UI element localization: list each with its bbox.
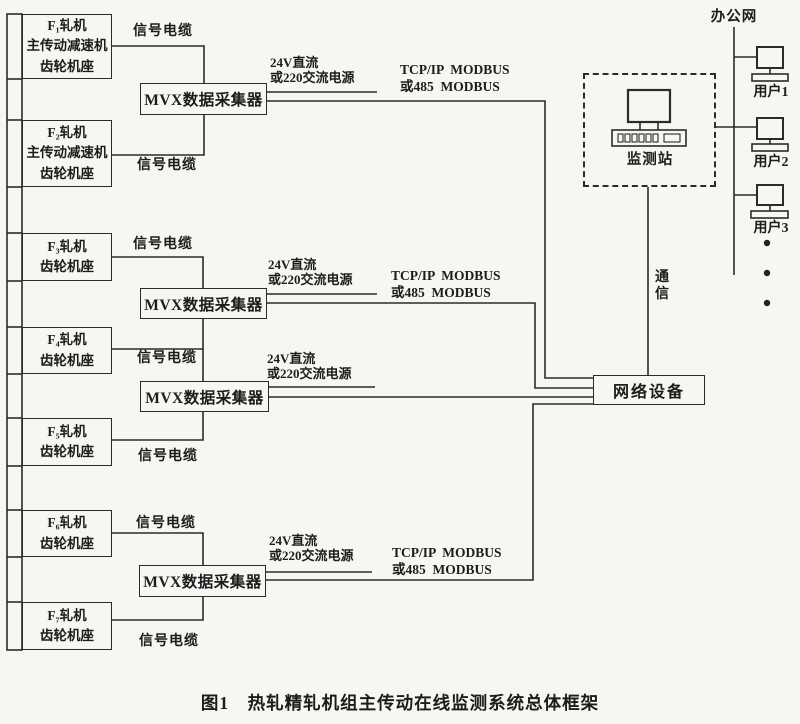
comm-label: 通 信 [655, 270, 669, 302]
mvx1-tcpip-wire [267, 100, 593, 379]
user2-label: 用户2 [753, 155, 789, 170]
gearbox-f7: F₇轧机 齿轮机座 [22, 602, 112, 650]
mvx-collector-3: MVX数据采集器 [140, 381, 269, 412]
user3-computer-icon [750, 184, 789, 219]
monitor-station-frame [583, 73, 716, 187]
network-device-box: 网络设备 [593, 375, 705, 405]
power-label-1: 24V直流 或220交流电源 [270, 55, 355, 86]
mvx4-signal-wires [112, 532, 204, 621]
gearbox-f6: F₆轧机 齿轮机座 [22, 510, 112, 557]
gearbox-f1: F₁轧机 主传动减速机 齿轮机座 [22, 14, 112, 79]
gearbox-f3: F₃轧机 齿轮机座 [22, 233, 112, 281]
tcpip-label-2: TCP/IP MODBUS 或485 MODBUS [391, 268, 501, 300]
mvx4-tcpip-wire [265, 403, 593, 581]
more-users-ellipsis [763, 239, 771, 307]
mvx2-tcpip-wire [267, 302, 593, 389]
gearbox-f2: F₂轧机 主传动减速机 齿轮机座 [22, 120, 112, 187]
mvx1-signal-wires [112, 45, 205, 156]
signal-cable-label-3: 信号电缆 [133, 237, 193, 252]
mvx-collector-2: MVX数据采集器 [140, 288, 267, 319]
left-rail-rungs [7, 78, 22, 603]
mvx-collector-4: MVX数据采集器 [139, 565, 266, 597]
tcpip-label-1: TCP/IP MODBUS 或485 MODBUS [400, 62, 510, 94]
signal-cable-label-5: 信号电缆 [138, 449, 198, 464]
user1-computer-icon [751, 46, 789, 82]
gearbox-f5: F₅轧机 齿轮机座 [22, 418, 112, 466]
left-rail [6, 13, 23, 651]
signal-cable-label-4: 信号电缆 [137, 351, 197, 366]
user1-label: 用户1 [753, 85, 789, 100]
power-label-4: 24V直流 或220交流电源 [269, 533, 354, 564]
mvx2-signal-wires [112, 256, 204, 381]
user3-label: 用户3 [753, 221, 789, 236]
power-label-3: 24V直流 或220交流电源 [267, 351, 352, 382]
workstation-computer-icon [611, 88, 687, 147]
figure-caption: 图1 热轧精轧机组主传动在线监测系统总体框架 [200, 693, 600, 713]
signal-cable-label-6: 信号电缆 [136, 516, 196, 531]
mvx-collector-1: MVX数据采集器 [140, 83, 267, 115]
office-network-label: 办公网 [710, 9, 758, 25]
signal-cable-label-7: 信号电缆 [139, 634, 199, 649]
monitor-station-label: 监测站 [626, 152, 674, 168]
tcpip-label-3: TCP/IP MODBUS 或485 MODBUS [392, 545, 502, 577]
gearbox-f4: F₄轧机 齿轮机座 [22, 327, 112, 374]
signal-cable-label-2: 信号电缆 [137, 158, 197, 173]
power-label-2: 24V直流 或220交流电源 [268, 257, 353, 288]
user2-computer-icon [751, 117, 789, 152]
signal-cable-label-1: 信号电缆 [133, 24, 193, 39]
mvx3-signal-wires [112, 411, 204, 441]
